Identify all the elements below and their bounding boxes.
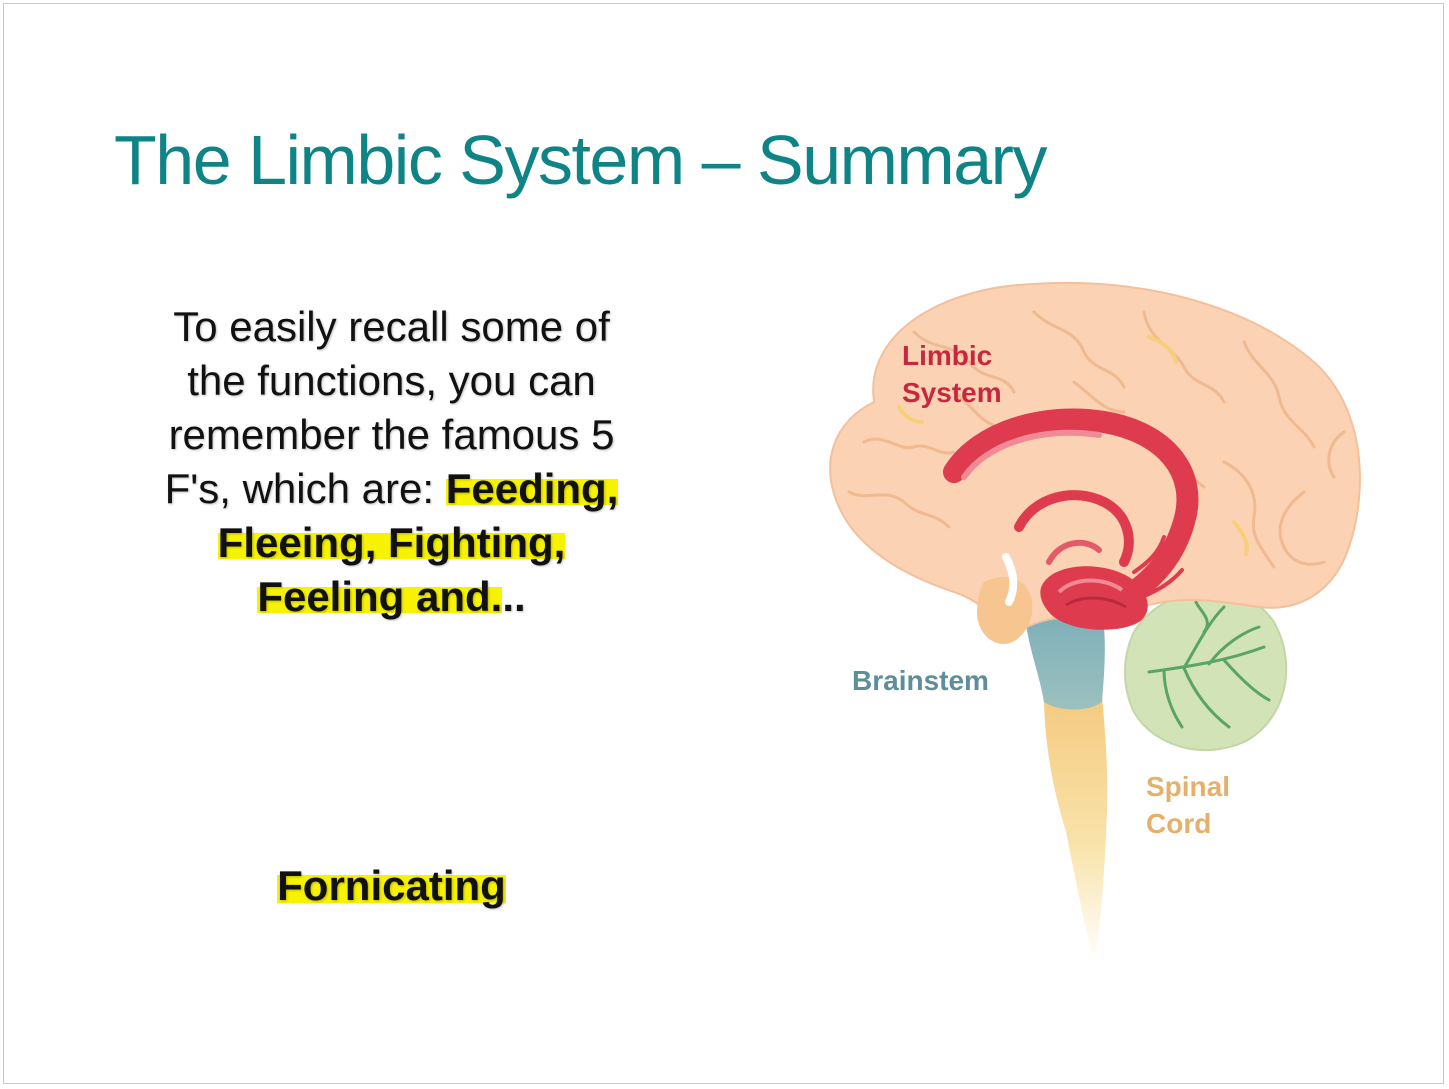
label-brainstem: Brainstem	[852, 665, 989, 696]
answer-text: Fornicating	[104, 862, 679, 910]
f-word-feeding: Feeding,	[445, 465, 619, 512]
label-spinal-line2: Cord	[1146, 808, 1211, 839]
limbic-inner-arc	[1014, 490, 1134, 567]
f-word-ellipsis: ..	[502, 573, 526, 620]
cerebrum-shape	[829, 281, 1361, 644]
body-text: To easily recall some of the functions, …	[104, 300, 679, 624]
brain-diagram: Limbic System Brainstem Spinal Cord	[829, 281, 1361, 962]
spinal-cord-shape	[1043, 672, 1108, 962]
intro-line-2: the functions, you can	[187, 357, 596, 404]
fornix-lines	[1132, 535, 1184, 599]
intro-line-1: To easily recall some of	[173, 303, 610, 350]
brainstem-shape	[1026, 619, 1105, 710]
brain-highlights	[897, 335, 1249, 556]
f-word-fleeing-fighting: Fleeing, Fighting,	[217, 519, 566, 566]
limbic-arc	[943, 408, 1199, 603]
label-spinal-line1: Spinal	[1146, 771, 1230, 802]
slide-title: The Limbic System – Summary	[114, 121, 1047, 199]
f-word-feeling-and: Feeling and.	[257, 573, 503, 620]
intro-line-4: F's, which are:	[164, 465, 446, 512]
answer-fornicating: Fornicating	[277, 862, 506, 909]
label-limbic-line1: Limbic	[902, 340, 992, 371]
intro-line-3: remember the famous 5	[168, 411, 615, 458]
slide: The Limbic System – Summary To easily re…	[3, 3, 1444, 1084]
cerebellum-branches	[1147, 600, 1271, 729]
orbital-region-shape	[976, 577, 1033, 644]
label-limbic-line2: System	[902, 377, 1002, 408]
brain-gyri	[847, 310, 1346, 569]
